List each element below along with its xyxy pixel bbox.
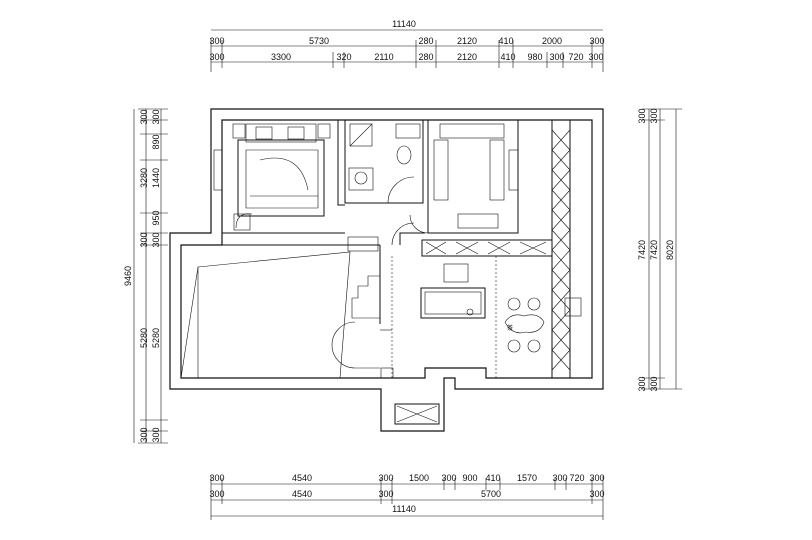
top-dimensions: 11140 300 5730 280 2120 410 2000 300 300… (209, 19, 605, 72)
bathroom (344, 119, 424, 204)
top-dim-2-3: 2110 (374, 52, 393, 62)
left-total-label: 9460 (123, 266, 133, 286)
top-dim-1-0: 300 (209, 36, 224, 46)
bottom-dim-2-3: 5700 (481, 489, 501, 499)
bottom-dimensions: 300 4540 300 1500 300 900 410 1570 300 7… (209, 473, 605, 520)
top-dim-2-5: 2120 (457, 52, 477, 62)
bottom-dim-1-9: 720 (569, 473, 584, 483)
left-dim-1-7: 5280 (139, 328, 149, 348)
bottom-dim-2-2: 300 (378, 489, 393, 499)
left-dim-2-1: 5280 (151, 328, 161, 348)
bottom-dim-1-5: 900 (462, 473, 477, 483)
bed (237, 139, 325, 217)
cabinet-row (391, 222, 553, 257)
storage-wall (551, 119, 582, 379)
bottom-dim-1-4: 300 (441, 473, 456, 483)
living-room (180, 236, 392, 379)
top-dim-1-5: 2000 (542, 36, 562, 46)
top-dim-1-4: 410 (498, 36, 513, 46)
top-dim-2-0: 300 (209, 52, 224, 62)
left-dimensions: 300 300 890 1440 3280 950 300 5280 300 3… (123, 108, 168, 444)
left-dim-1-1: 300 (151, 109, 161, 124)
top-dim-2-4: 280 (418, 52, 433, 62)
right-dim-1-1: 300 (637, 376, 647, 391)
top-dim-1-2: 280 (418, 36, 433, 46)
bottom-dim-1-7: 1570 (517, 473, 537, 483)
left-dim-1-5: 950 (151, 210, 161, 225)
left-dim-1-0: 300 (139, 109, 149, 124)
top-dim-2-9: 720 (568, 52, 583, 62)
bottom-dim-1-2: 300 (378, 473, 393, 483)
bedroom-window (213, 149, 223, 191)
right-dim-2-1: 7420 (637, 240, 647, 260)
top-dim-2-10: 300 (588, 52, 603, 62)
left-dim-1-3: 1440 (151, 168, 161, 188)
bottom-dim-1-10: 300 (589, 473, 604, 483)
right-dim-2-2: 7420 (649, 240, 659, 260)
top-dim-2-2: 320 (336, 52, 351, 62)
right-dim-2-3: 300 (649, 376, 659, 391)
top-dim-2-8: 300 (549, 52, 564, 62)
table-tag-label: 茶 (507, 324, 513, 332)
bottom-dim-2-1: 4540 (292, 489, 312, 499)
bottom-dim-1-0: 300 (209, 473, 224, 483)
bedroom (213, 120, 345, 234)
exterior-walls (169, 108, 604, 432)
tea-area: 茶 (391, 256, 545, 378)
top-dim-2-6: 410 (500, 52, 515, 62)
bottom-total-label: 11140 (392, 504, 416, 514)
bottom-dim-1-8: 300 (552, 473, 567, 483)
top-dim-1-1: 5730 (309, 36, 329, 46)
right-total-label: 8020 (665, 240, 675, 260)
bottom-dim-2-0: 300 (209, 489, 224, 499)
right-dim-1-0: 300 (637, 108, 647, 123)
closet (409, 119, 519, 234)
right-dim-2-0: 300 (649, 108, 659, 123)
tea-table (420, 287, 486, 319)
closet-window (508, 149, 519, 191)
top-dim-1-3: 2120 (457, 36, 477, 46)
bottom-dim-2-4: 300 (589, 489, 604, 499)
top-dim-2-1: 3300 (271, 52, 291, 62)
top-dim-1-6: 300 (589, 36, 604, 46)
entry-bay (380, 367, 486, 425)
tea-chair (443, 263, 469, 283)
toilet (396, 145, 412, 165)
left-dim-2-0: 300 (151, 232, 161, 247)
left-dim-1-8: 300 (139, 427, 149, 442)
left-dim-1-6: 300 (139, 232, 149, 247)
top-dim-2-7: 980 (527, 52, 542, 62)
left-dim-1-2: 890 (151, 134, 161, 149)
top-total-label: 11140 (392, 19, 416, 29)
left-dim-1-4: 3280 (139, 168, 149, 188)
bottom-dim-1-3: 1500 (409, 473, 429, 483)
right-dimensions: 300 300 300 7420 7420 300 8020 (637, 108, 682, 392)
left-dim-2-2: 300 (151, 427, 161, 442)
bottom-dim-1-1: 4540 (292, 473, 312, 483)
bottom-dim-1-6: 410 (485, 473, 500, 483)
